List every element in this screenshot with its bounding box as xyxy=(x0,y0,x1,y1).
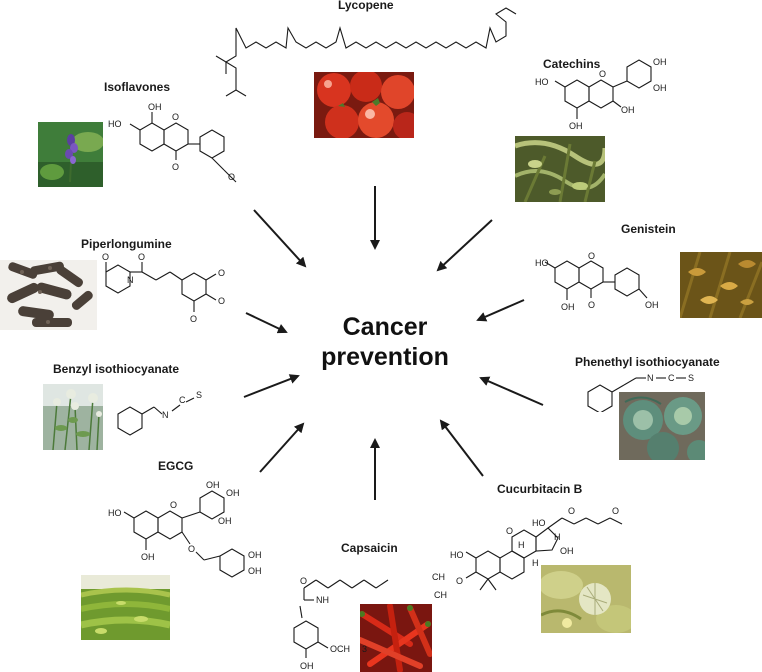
tomato-photo xyxy=(314,72,414,138)
arrow-cucurbitacin xyxy=(439,419,484,477)
label-lycopene: Lycopene xyxy=(338,0,394,12)
egcg-structure: HO OH OH OH OH O O OH OH xyxy=(108,480,262,578)
capsaicin-ch3-2: CH xyxy=(434,590,447,600)
capsaicin-oh: OH xyxy=(300,661,314,671)
cress-photo xyxy=(43,384,103,450)
egcg-o-ring: O xyxy=(170,500,177,510)
benzyl-n: N xyxy=(162,410,169,420)
genistein-ho: HO xyxy=(535,258,549,268)
genistein-o-keto: O xyxy=(588,300,595,310)
arrow-isoflavones xyxy=(253,209,307,268)
arrow-piperlongumine xyxy=(245,312,288,334)
capsaicin-nh: NH xyxy=(316,595,329,605)
tea-field-photo xyxy=(81,575,170,640)
piperlongumine-o-2: O xyxy=(138,252,145,262)
center-line-2: prevention xyxy=(321,343,449,371)
cucurbitacin-o-3: O xyxy=(568,506,575,516)
phenethyl-n: N xyxy=(647,373,654,383)
capsaicin-och3: OCH xyxy=(330,644,350,654)
lycopene-structure xyxy=(215,7,517,97)
arrow-benzyl xyxy=(243,374,300,398)
label-isoflavones: Isoflavones xyxy=(104,80,171,94)
catechin-oh-5: OH xyxy=(653,83,667,93)
arrow-catechins xyxy=(436,219,493,272)
label-genistein: Genistein xyxy=(621,222,676,236)
catechin-ho-1: HO xyxy=(535,77,549,87)
purple-flower-photo xyxy=(38,122,103,187)
label-capsaicin: Capsaicin xyxy=(341,541,398,555)
benzyl-isothiocyanate-structure: N C S xyxy=(117,390,202,436)
center-line-1: Cancer xyxy=(342,313,428,341)
catechin-structure: HO OH OH OH OH O xyxy=(535,57,667,131)
phenethyl-c: C xyxy=(668,373,675,383)
cucurbitacin-o-2: O xyxy=(506,526,513,536)
cucurbitacin-h-2: H xyxy=(518,540,525,550)
capsaicin-ch3-1: CH xyxy=(432,572,445,582)
phenethyl-s: S xyxy=(688,373,694,383)
catechin-o: O xyxy=(599,69,606,79)
egcg-oh-f: OH xyxy=(248,566,262,576)
catechin-oh-2: OH xyxy=(569,121,583,131)
isoflavone-o-methoxy: O xyxy=(228,172,235,182)
piperlongumine-o-1: O xyxy=(102,252,109,262)
cucurbitacin-o-1: O xyxy=(456,576,463,586)
piperlongumine-n: N xyxy=(127,275,134,285)
piperlongumine-structure: O O N O O O xyxy=(102,252,225,324)
egcg-oh-c: OH xyxy=(226,488,240,498)
arrow-phenethyl xyxy=(479,376,544,406)
isoflavone-o-keto: O xyxy=(172,162,179,172)
genistein-oh-1: OH xyxy=(561,302,575,312)
label-egcg: EGCG xyxy=(158,459,194,473)
cucurbitacin-ho: HO xyxy=(450,550,464,560)
piperlongumine-o-5: O xyxy=(190,314,197,324)
benzyl-c: C xyxy=(179,395,186,405)
label-cucurbitacin-b: Cucurbitacin B xyxy=(497,482,583,496)
cucurbitacin-h-1: H xyxy=(554,532,561,542)
genistein-plant-photo xyxy=(680,252,762,318)
genistein-structure: HO OH O OH O xyxy=(535,251,659,312)
egcg-oh-d: OH xyxy=(218,516,232,526)
isoflavone-structure: OH HO O O O xyxy=(108,102,237,183)
egcg-oh-b: OH xyxy=(206,480,220,490)
cabbage-photo xyxy=(619,392,705,460)
cucurbitacin-o-4: O xyxy=(612,506,619,516)
cucurbitacin-ho-2: HO xyxy=(532,518,546,528)
capsaicin-och3-sub: 3 xyxy=(362,644,367,654)
catechin-oh-3: OH xyxy=(621,105,635,115)
label-piperlongumine: Piperlongumine xyxy=(81,237,172,251)
catechin-plant-photo xyxy=(515,136,605,202)
label-benzyl-isothiocyanate: Benzyl isothiocyanate xyxy=(53,362,180,376)
isoflavone-o-ring: O xyxy=(172,112,179,122)
arrow-genistein xyxy=(476,299,525,322)
egcg-ho: HO xyxy=(108,508,122,518)
egcg-oh-e: OH xyxy=(248,550,262,560)
long-pepper-photo xyxy=(0,260,97,330)
piperlongumine-o-3: O xyxy=(218,268,225,278)
arrow-egcg xyxy=(259,422,305,473)
label-phenethyl-isothiocyanate: Phenethyl isothiocyanate xyxy=(575,355,720,369)
center-title: Cancer prevention xyxy=(300,312,470,372)
cucurbitacin-h-3: H xyxy=(532,558,539,568)
capsaicin-tail: CH CH xyxy=(432,572,447,600)
egcg-oh-a: OH xyxy=(141,552,155,562)
cucurbitacin-structure: HO O O HO OH O O H H H xyxy=(450,506,623,591)
label-catechins: Catechins xyxy=(543,57,601,71)
isoflavone-ho: HO xyxy=(108,119,122,129)
genistein-oh-2: OH xyxy=(645,300,659,310)
benzyl-s: S xyxy=(196,390,202,400)
genistein-o-ring: O xyxy=(588,251,595,261)
egcg-o-ester: O xyxy=(188,544,195,554)
chili-photo xyxy=(360,604,432,672)
capsaicin-structure: O NH OH OCH 3 xyxy=(293,576,389,671)
cucurbitacin-oh: OH xyxy=(560,546,574,556)
phenethyl-isothiocyanate-structure: N C S xyxy=(587,373,694,412)
capsaicin-o: O xyxy=(300,576,307,586)
gourd-photo xyxy=(541,565,631,633)
catechin-oh-4: OH xyxy=(653,57,667,67)
isoflavone-oh-1: OH xyxy=(148,102,162,112)
piperlongumine-o-4: O xyxy=(218,296,225,306)
